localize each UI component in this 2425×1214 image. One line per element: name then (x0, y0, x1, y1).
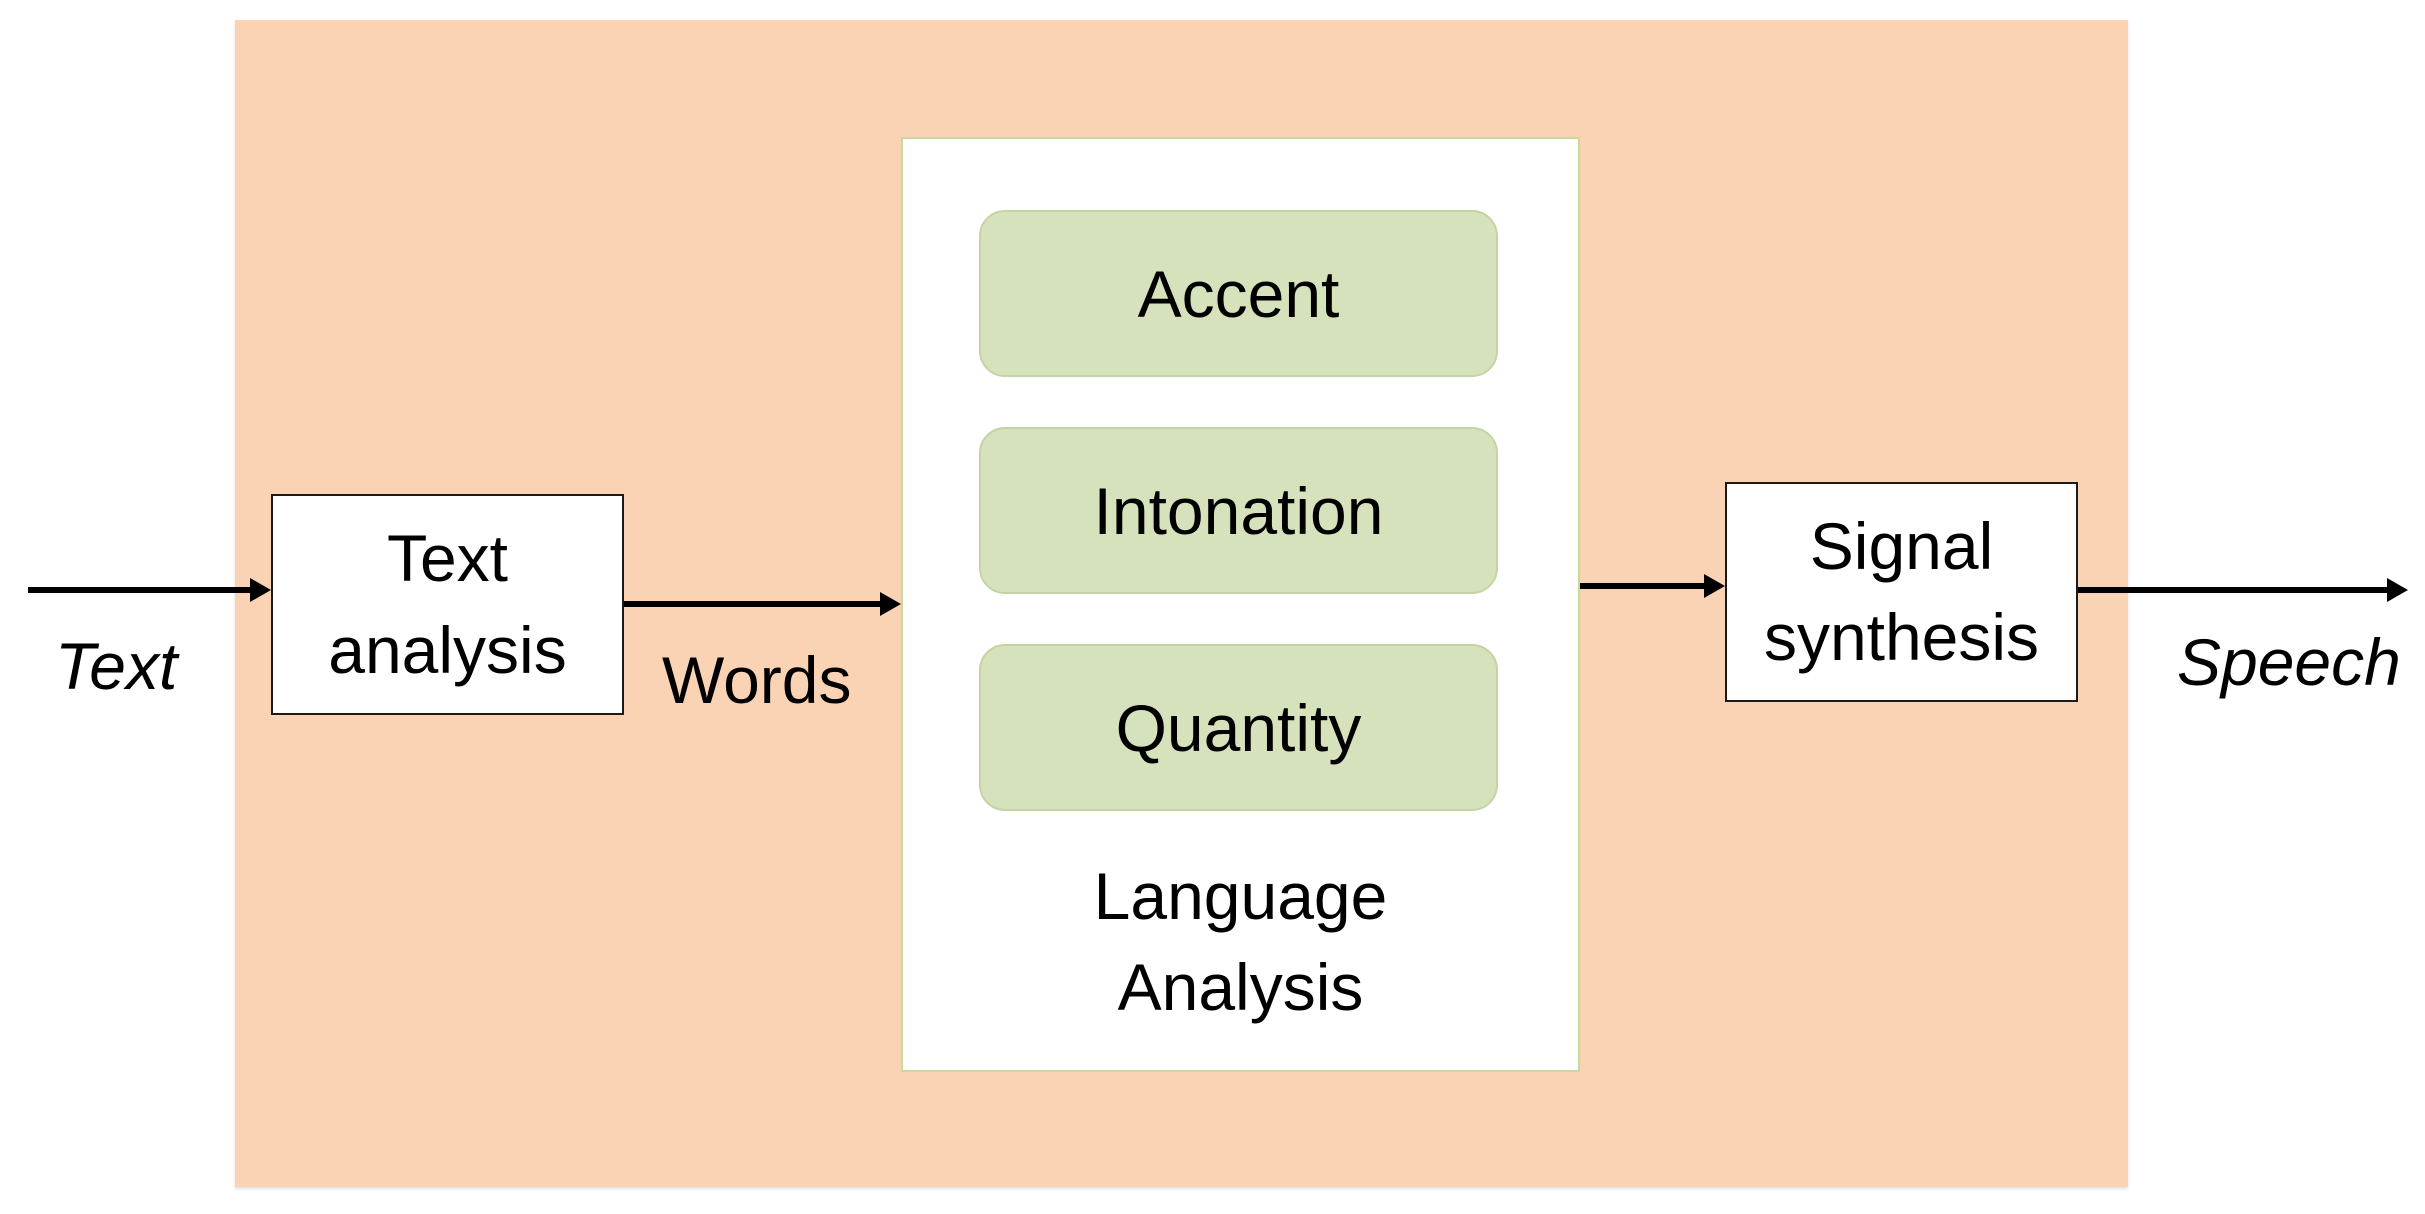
words-label: Words (662, 643, 852, 717)
language-analysis-box: Accent Intonation Quantity Language Anal… (901, 137, 1580, 1072)
arrow-input (28, 578, 271, 602)
arrow-words (624, 592, 901, 616)
accent-box: Accent (979, 210, 1498, 377)
quantity-box: Quantity (979, 644, 1498, 811)
text-analysis-line1: Text (386, 521, 509, 596)
arrow-output (2078, 578, 2408, 602)
output-label: Speech (2177, 625, 2401, 699)
arrow-to-synthesis (1580, 574, 1725, 598)
signal-synthesis-box: Signal synthesis (1725, 482, 2078, 702)
quantity-label: Quantity (1115, 690, 1362, 765)
accent-label: Accent (1137, 256, 1340, 331)
signal-synthesis-line2: synthesis (1763, 600, 2040, 674)
input-label: Text (55, 629, 178, 703)
language-analysis-line2: Analysis (1117, 950, 1364, 1025)
text-analysis-line2: analysis (328, 612, 567, 687)
signal-synthesis-line1: Signal (1809, 508, 1994, 583)
language-analysis-label: Language Analysis (903, 851, 1578, 1033)
language-analysis-line1: Language (1093, 859, 1388, 933)
intonation-box: Intonation (979, 427, 1498, 594)
intonation-label: Intonation (1093, 473, 1384, 548)
text-analysis-box: Text analysis (271, 494, 624, 715)
